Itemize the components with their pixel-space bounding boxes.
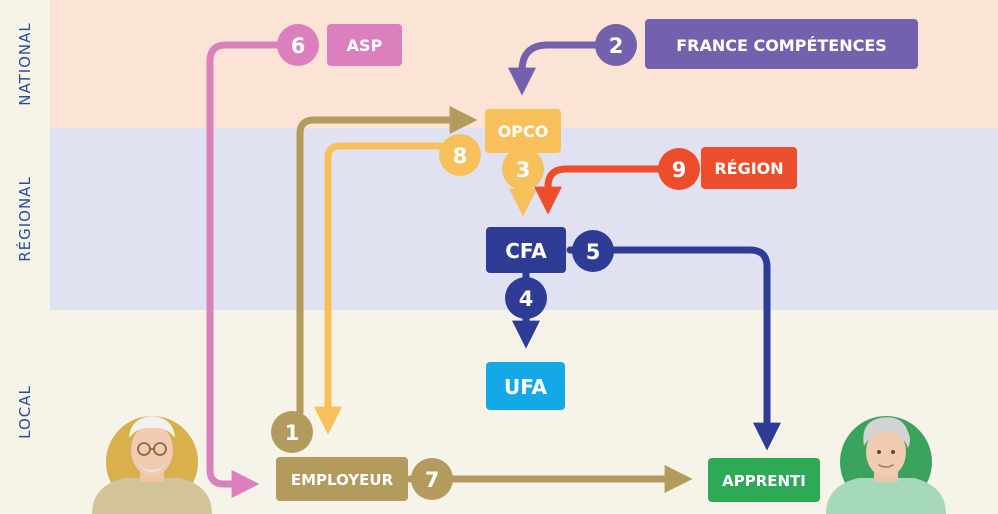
svg-text:7: 7: [425, 468, 440, 492]
step-1-badge: 1: [271, 411, 313, 453]
svg-text:OPCO: OPCO: [498, 122, 549, 141]
node-asp: ASP: [327, 24, 402, 66]
svg-text:8: 8: [453, 144, 468, 168]
arrow-opco-to-employeur: [314, 142, 444, 435]
node-region: RÉGION: [701, 147, 797, 189]
svg-text:3: 3: [516, 158, 531, 182]
node-opco: OPCO: [485, 109, 561, 153]
node-france-competences: FRANCE COMPÉTENCES: [645, 19, 918, 69]
node-ufa: UFA: [486, 362, 565, 410]
svg-text:1: 1: [285, 421, 300, 445]
arrow-cfa-to-apprenti: [566, 246, 781, 451]
step-5-badge: 5: [572, 230, 614, 272]
svg-text:FRANCE COMPÉTENCES: FRANCE COMPÉTENCES: [676, 36, 887, 55]
apprentice-avatar-icon: [826, 416, 946, 514]
arrow-region-to-cfa: [534, 165, 664, 215]
node-employeur: EMPLOYEUR: [276, 457, 408, 501]
svg-text:4: 4: [519, 287, 534, 311]
svg-text:2: 2: [609, 34, 624, 58]
step-7-badge: 7: [411, 458, 453, 500]
step-3-badge: 3: [502, 148, 544, 190]
svg-text:ASP: ASP: [347, 36, 383, 55]
svg-text:APPRENTI: APPRENTI: [722, 472, 806, 490]
svg-text:CFA: CFA: [505, 239, 547, 263]
step-8-badge: 8: [439, 134, 481, 176]
arrow-asp-to-employeur: [206, 41, 304, 498]
step-2-badge: 2: [595, 24, 637, 66]
svg-text:6: 6: [291, 34, 306, 58]
svg-text:5: 5: [586, 240, 601, 264]
step-4-badge: 4: [505, 277, 547, 319]
arrow-france-competences-to-opco: [508, 41, 600, 96]
employer-avatar-icon: [92, 416, 212, 514]
svg-text:EMPLOYEUR: EMPLOYEUR: [291, 471, 394, 489]
svg-text:9: 9: [672, 158, 687, 182]
step-9-badge: 9: [658, 148, 700, 190]
step-6-badge: 6: [277, 24, 319, 66]
node-cfa: CFA: [486, 227, 566, 273]
svg-text:RÉGION: RÉGION: [714, 159, 783, 178]
svg-text:UFA: UFA: [504, 375, 548, 399]
arrow-employeur-to-opco: [296, 106, 478, 416]
node-apprenti: APPRENTI: [708, 458, 820, 502]
